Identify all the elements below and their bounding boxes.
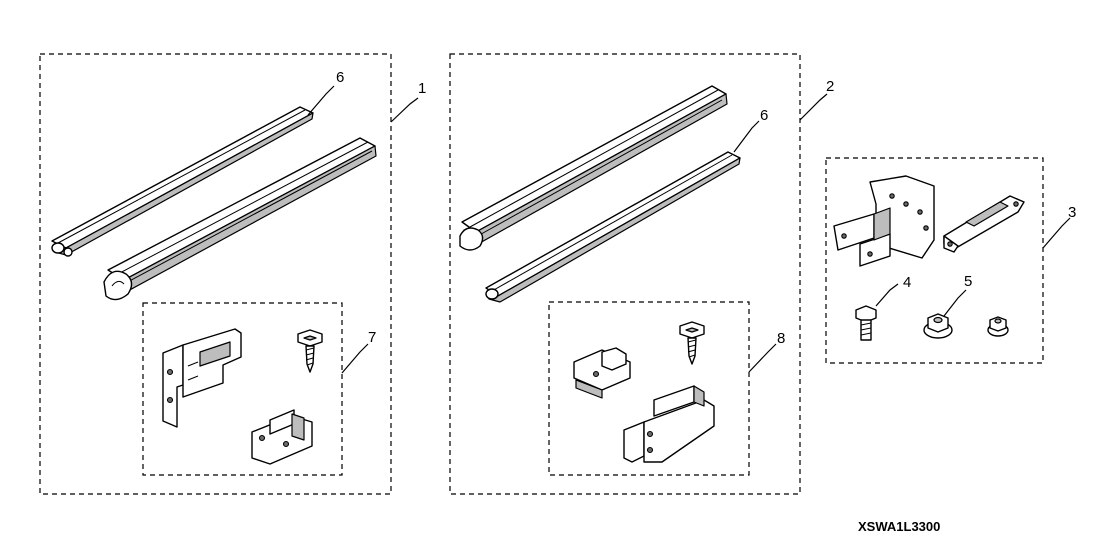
tapping-screw-7 xyxy=(297,329,323,373)
end-cap-bracket-7b xyxy=(251,409,313,465)
kit-1-dashed-box xyxy=(39,53,392,495)
callout-4: 4 xyxy=(903,274,911,291)
mounting-bracket-small xyxy=(943,195,1025,253)
side-step-rail-right xyxy=(459,85,728,251)
callout-6-leader-b xyxy=(733,120,760,153)
end-cap-clip-8a xyxy=(573,347,631,399)
weatherstrip-rail-left xyxy=(51,106,314,257)
end-cap-bracket-7a xyxy=(162,328,242,428)
drawing-code: XSWA1L3300 xyxy=(858,519,940,534)
kit-7-dashed-box xyxy=(142,302,343,476)
kit-8-dashed-box xyxy=(548,301,750,476)
flange-bolt-4 xyxy=(855,305,877,341)
callout-8-leader xyxy=(748,343,777,373)
callout-2: 2 xyxy=(826,78,834,95)
side-step-rail-left xyxy=(103,137,377,301)
flange-nut-5 xyxy=(923,313,953,339)
callout-1: 1 xyxy=(418,80,426,97)
kit-3-dashed-box xyxy=(825,157,1044,364)
kit-2-dashed-box xyxy=(449,53,801,495)
callout-3-leader xyxy=(1042,217,1071,249)
callout-6a: 6 xyxy=(336,69,344,86)
kit-group-2: 2 6 8 xyxy=(449,53,834,495)
callout-6-leader-a xyxy=(307,85,335,116)
callout-3: 3 xyxy=(1068,204,1076,221)
tapping-screw-8 xyxy=(679,321,705,365)
callout-8: 8 xyxy=(777,330,785,347)
weatherstrip-rail-right xyxy=(485,151,741,303)
mounting-bracket-large xyxy=(833,175,935,267)
callout-6b: 6 xyxy=(760,107,768,124)
callout-2-leader xyxy=(799,93,828,121)
flange-nut-small xyxy=(987,316,1009,337)
callout-5-leader xyxy=(943,289,967,317)
callout-7: 7 xyxy=(368,329,376,346)
callout-1-leader xyxy=(390,97,419,123)
kit-group-3: 3 4 xyxy=(825,157,1076,364)
callout-5: 5 xyxy=(964,273,972,290)
kit-group-1: 1 6 7 xyxy=(39,53,426,495)
callout-7-leader xyxy=(341,343,369,374)
end-cap-bracket-8b xyxy=(623,385,715,463)
callout-4-leader xyxy=(875,283,899,307)
